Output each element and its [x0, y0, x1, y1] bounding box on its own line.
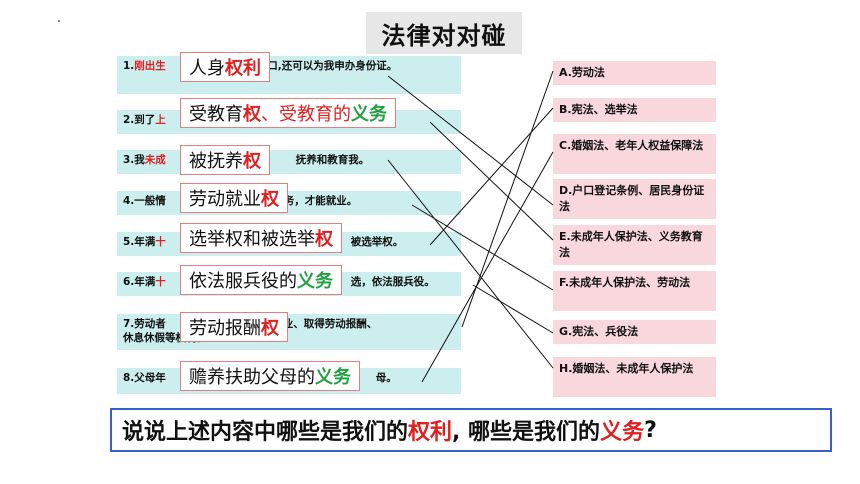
left-item-text: 1.	[123, 60, 135, 72]
left-item-red: 刚出生	[134, 60, 166, 72]
right-item-f: F.未成年人保护法、劳动法	[553, 271, 716, 311]
overlay-keyword: 权利	[225, 58, 261, 79]
overlay-remuneration: 劳动报酬权	[180, 312, 288, 342]
left-item-text: 被选举权。	[350, 236, 404, 248]
left-item-4: 4.一般情 务，才能就业。	[117, 191, 461, 215]
left-item-text: 申报户口,还可以为我申办身份证。	[235, 60, 398, 72]
match-line	[411, 204, 554, 291]
discussion-question: 说说上述内容中哪些是我们的权利, 哪些是我们的义务?	[110, 408, 832, 452]
stray-dot	[58, 20, 60, 22]
match-line	[387, 159, 554, 369]
overlay-upbringing: 被抚养权	[180, 145, 270, 175]
overlay-personal-rights: 人身权利	[180, 52, 270, 82]
left-item-text: 6.年满	[123, 276, 156, 288]
overlay-text: 、受教育的	[261, 104, 351, 125]
left-item-text: 5.年满	[123, 236, 156, 248]
question-text: , 哪些是我们的	[452, 420, 601, 445]
overlay-support-parents: 赡养扶助父母的义务	[180, 361, 360, 391]
match-line	[421, 151, 554, 383]
question-keyword-rights: 权利	[408, 420, 453, 445]
overlay-keyword: 权	[261, 189, 279, 210]
right-item-b: B.宪法、选举法	[553, 98, 716, 122]
overlay-military: 依法服兵役的义务	[180, 265, 342, 295]
overlay-keyword: 权	[243, 151, 261, 172]
overlay-keyword: 义务	[315, 367, 351, 388]
left-item-text: 3.我	[123, 154, 145, 166]
left-item-red: 未成	[144, 154, 166, 166]
page-title: 法律对对碰	[366, 12, 522, 54]
overlay-text: 受教育	[189, 104, 243, 125]
match-line	[472, 284, 554, 334]
left-item-7: 7.劳动者择职业、取得劳动报酬、休息休假等权利。	[117, 314, 461, 350]
left-item-3: 3.我未成 抚养和教育我。	[117, 150, 461, 174]
left-item-text: 8.父母年	[123, 372, 166, 384]
right-item-e: E.未成年人保护法、义务教育法	[553, 225, 716, 265]
right-item-d: D.户口登记条例、居民身份证法	[553, 179, 716, 219]
overlay-employment: 劳动就业权	[180, 183, 288, 213]
overlay-text: 被抚养	[189, 151, 243, 172]
right-item-a: A.劳动法	[553, 61, 716, 85]
left-item-text: 择职业、取得劳动报酬、	[261, 318, 378, 330]
left-item-text: 4.一般情	[123, 195, 166, 207]
question-text: 说说上述内容中哪些是我们的	[122, 420, 409, 445]
right-item-h: H.婚姻法、未成年人保护法	[553, 357, 716, 397]
overlay-keyword: 权	[261, 318, 279, 339]
left-item-red: 上	[155, 114, 166, 126]
overlay-text: 依法服兵役的	[189, 271, 297, 292]
overlay-text: 赡养扶助父母的	[189, 367, 315, 388]
overlay-keyword: 权	[315, 229, 333, 250]
overlay-text: 劳动报酬	[189, 318, 261, 339]
overlay-text: 劳动就业	[189, 189, 261, 210]
question-keyword-duties: 义务	[600, 420, 645, 445]
left-item-text: 7.劳动者	[123, 318, 166, 330]
right-item-g: G.宪法、兵役法	[553, 320, 716, 344]
left-item-text: 抚养和教育我。	[295, 154, 370, 166]
left-item-text: 务，才能就业。	[283, 195, 358, 207]
question-text: ?	[644, 417, 657, 443]
match-line	[429, 107, 554, 246]
overlay-text: 人身	[189, 58, 225, 79]
left-item-text: 2.到了	[123, 114, 156, 126]
match-line	[387, 75, 554, 206]
overlay-keyword: 权	[243, 104, 261, 125]
left-item-text: 选，依法服兵役。	[350, 276, 435, 288]
match-line	[429, 121, 554, 241]
overlay-keyword: 义务	[351, 104, 387, 125]
overlay-keyword: 义务	[297, 271, 333, 292]
left-item-text: 母。	[375, 372, 397, 384]
right-item-c: C.婚姻法、老年人权益保障法	[553, 134, 716, 174]
overlay-education: 受教育权、受教育的义务	[180, 98, 396, 128]
overlay-election: 选举权和被选举权	[180, 223, 342, 253]
left-item-red: 十	[155, 276, 166, 288]
overlay-text: 选举权和被选举	[189, 229, 315, 250]
left-item-red: 十	[155, 236, 166, 248]
